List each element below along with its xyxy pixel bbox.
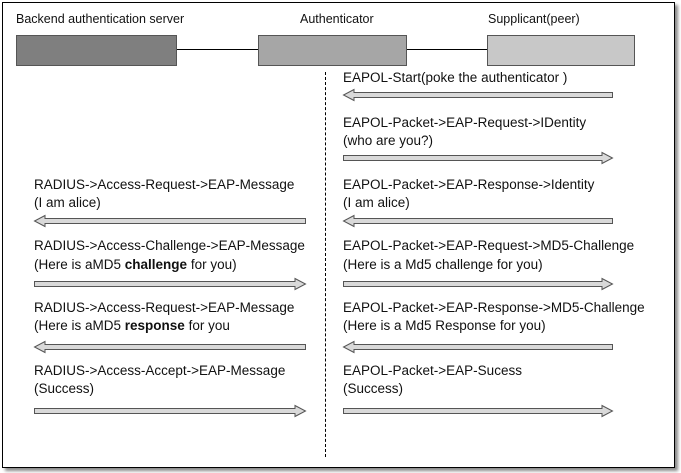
arrow-md5-response [342, 340, 613, 354]
msg-request-identity: EAPOL-Packet->EAP-Request->IDentity [343, 115, 587, 130]
server-authenticator-link [177, 49, 258, 50]
arrow-shape [343, 404, 614, 418]
server-box [16, 35, 177, 66]
note-text-bold: response [124, 318, 185, 333]
arrow-response-identity [342, 214, 613, 228]
msg-request-identity-note: (who are you?) [343, 133, 434, 148]
arrow-eap-success [343, 404, 614, 418]
note-text-post: for you [184, 318, 230, 333]
arrow-shape [34, 277, 307, 291]
msg-radius-access-request-1-note: (I am alice) [34, 195, 101, 210]
authenticator-label: Authenticator [300, 12, 374, 26]
arrow-shape [342, 340, 613, 354]
arrow-radius-access-accept [34, 404, 307, 418]
server-label: Backend authentication server [16, 12, 185, 26]
note-text-post: for you) [187, 257, 237, 272]
msg-eap-success: EAPOL-Packet->EAP-Sucess [343, 363, 522, 378]
arrow-radius-access-challenge [34, 277, 307, 291]
msg-eapol-start: EAPOL-Start(poke the authenticator ) [343, 70, 568, 85]
arrow-shape [342, 88, 613, 102]
arrow-shape [343, 277, 614, 291]
arrow-request-identity [343, 151, 614, 165]
arrow-md5-challenge [343, 277, 614, 291]
arrow-shape [343, 151, 614, 165]
msg-eap-success-note: (Success) [343, 381, 404, 396]
msg-md5-response-note: (Here is a Md5 Response for you) [343, 318, 546, 333]
note-text-pre: (Here is aMD5 [34, 257, 125, 272]
arrow-shape [34, 404, 307, 418]
supplicant-label: Supplicant(peer) [488, 12, 580, 26]
arrow-eapol-start [342, 88, 613, 102]
diagram-frame [2, 2, 675, 468]
msg-response-identity-note: (I am alice) [343, 195, 410, 210]
arrow-shape [342, 214, 613, 228]
msg-radius-access-request-1: RADIUS->Access-Request->EAP-Message [34, 177, 295, 192]
authenticator-box [258, 35, 407, 66]
arrow-radius-access-request-2 [33, 340, 306, 354]
msg-md5-response: EAPOL-Packet->EAP-Response->MD5-Challeng… [343, 300, 645, 315]
arrow-radius-access-request-1 [33, 214, 306, 228]
msg-radius-access-request-2: RADIUS->Access-Request->EAP-Message [34, 300, 295, 315]
supplicant-box [487, 35, 635, 66]
arrow-shape [33, 214, 306, 228]
msg-radius-access-request-2-note: (Here is aMD5 response for you [34, 317, 230, 335]
msg-radius-access-accept: RADIUS->Access-Accept->EAP-Message [34, 363, 286, 378]
note-text-bold: challenge [124, 257, 188, 272]
msg-radius-access-accept-note: (Success) [34, 381, 95, 396]
msg-response-identity: EAPOL-Packet->EAP-Response->Identity [343, 177, 595, 192]
msg-radius-access-challenge: RADIUS->Access-Challenge->EAP-Message [34, 238, 305, 253]
authenticator-lifeline [325, 72, 326, 457]
msg-md5-challenge: EAPOL-Packet->EAP-Request->MD5-Challenge [343, 238, 635, 253]
arrow-shape [33, 340, 306, 354]
msg-md5-challenge-note: (Here is a Md5 challenge for you) [343, 257, 543, 272]
note-text-pre: (Here is aMD5 [34, 318, 125, 333]
authenticator-supplicant-link [407, 49, 487, 50]
msg-radius-access-challenge-note: (Here is aMD5 challenge for you) [34, 256, 237, 274]
